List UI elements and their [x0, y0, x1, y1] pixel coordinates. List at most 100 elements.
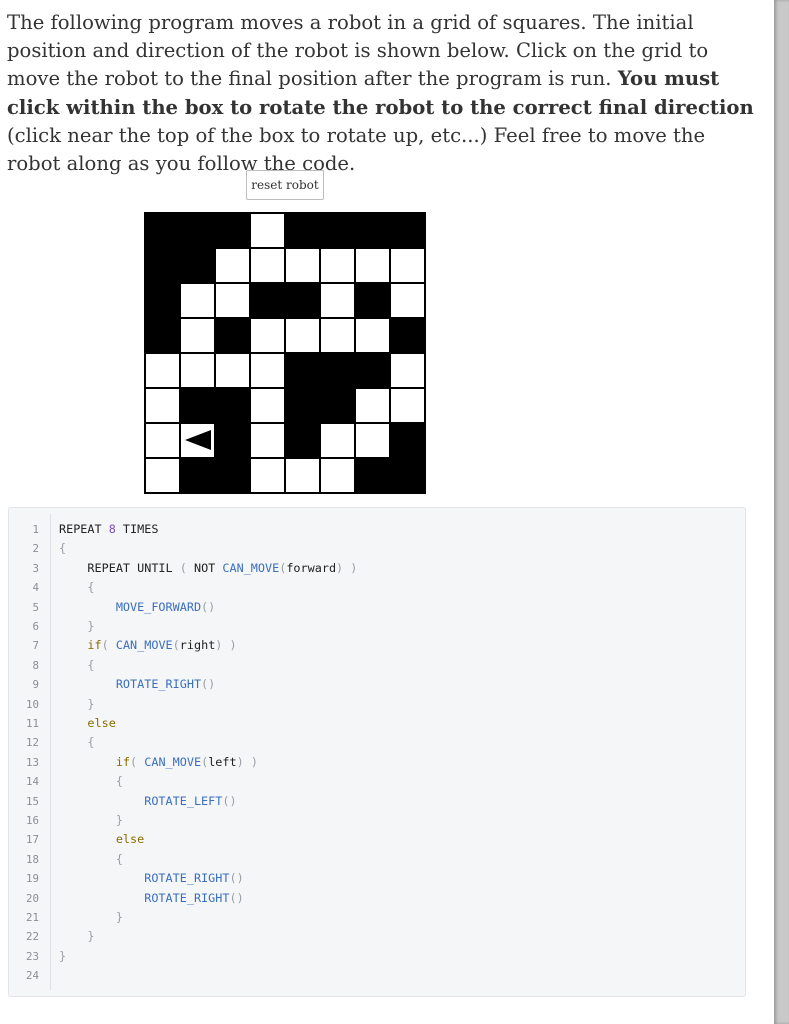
line-number: 4	[32, 581, 39, 595]
grid-cell[interactable]	[215, 388, 250, 423]
code-line: 6 }	[9, 617, 745, 636]
line-number: 6	[32, 620, 39, 633]
grid-cell[interactable]	[285, 423, 320, 458]
grid-cell[interactable]	[180, 353, 215, 388]
code-text: }	[59, 910, 123, 924]
grid-cell[interactable]	[250, 423, 285, 458]
grid-cell[interactable]	[250, 248, 285, 283]
grid-cell[interactable]	[355, 423, 390, 458]
grid-cell[interactable]	[250, 283, 285, 318]
grid-cell[interactable]	[180, 248, 215, 283]
grid-cell[interactable]	[285, 248, 320, 283]
grid-cell[interactable]	[145, 423, 180, 458]
grid-cell[interactable]	[320, 213, 355, 248]
grid-cell[interactable]	[390, 353, 425, 388]
instructions-bold: You must click within the box to rotate …	[7, 67, 754, 119]
grid-cell[interactable]	[215, 248, 250, 283]
code-text: {	[59, 580, 95, 595]
grid-cell[interactable]	[215, 318, 250, 353]
code-text: REPEAT 8 TIMES	[59, 522, 159, 536]
code-text: {	[59, 541, 67, 556]
grid-cell[interactable]	[250, 388, 285, 423]
line-number: 18	[25, 852, 39, 866]
grid-cell[interactable]	[145, 318, 180, 353]
grid-cell[interactable]	[145, 353, 180, 388]
code-line: 2{	[9, 539, 745, 558]
grid-cell[interactable]	[320, 353, 355, 388]
instructions-text: The following program moves a robot in a…	[7, 9, 759, 178]
grid-cell[interactable]	[355, 388, 390, 423]
grid-cell[interactable]	[355, 353, 390, 388]
code-line: 14 {	[9, 772, 745, 791]
grid-cell[interactable]	[285, 318, 320, 353]
code-text: ROTATE_RIGHT()	[59, 871, 244, 886]
grid-cell[interactable]	[320, 423, 355, 458]
grid-cell[interactable]	[285, 353, 320, 388]
grid-cell[interactable]	[355, 248, 390, 283]
code-text: ROTATE_RIGHT()	[59, 890, 244, 905]
grid-cell[interactable]	[390, 318, 425, 353]
grid-cell[interactable]	[355, 318, 390, 353]
grid-cell[interactable]	[320, 248, 355, 283]
grid-cell[interactable]	[215, 283, 250, 318]
grid-cell[interactable]	[180, 318, 215, 353]
robot-grid[interactable]	[144, 212, 426, 494]
grid-cell[interactable]	[320, 388, 355, 423]
line-number: 5	[32, 600, 39, 614]
grid-cell[interactable]	[145, 213, 180, 248]
line-number: 7	[32, 639, 39, 653]
grid-cell[interactable]	[180, 213, 215, 248]
robot-arrow-icon[interactable]	[185, 430, 211, 450]
code-line: 13 if( CAN_MOVE(left) )	[9, 753, 745, 772]
grid-cell[interactable]	[285, 213, 320, 248]
grid-cell[interactable]	[390, 458, 425, 493]
code-text: if( CAN_MOVE(right) )	[59, 638, 237, 653]
grid-cell[interactable]	[320, 458, 355, 493]
grid-cell[interactable]	[390, 248, 425, 283]
grid-cell[interactable]	[355, 283, 390, 318]
grid-cell[interactable]	[215, 423, 250, 458]
code-line: 19 ROTATE_RIGHT()	[9, 869, 745, 888]
grid-cell[interactable]	[285, 458, 320, 493]
grid-cell[interactable]	[390, 423, 425, 458]
grid-cell[interactable]	[180, 458, 215, 493]
instructions-part2: (click near the top of the box to rotate…	[7, 123, 706, 176]
code-text: REPEAT UNTIL ( NOT CAN_MOVE(forward) )	[59, 560, 358, 575]
line-number: 9	[32, 678, 39, 692]
grid-cell[interactable]	[285, 283, 320, 318]
grid-cell[interactable]	[250, 353, 285, 388]
grid-cell[interactable]	[250, 318, 285, 353]
grid-cell[interactable]	[145, 388, 180, 423]
grid-cell[interactable]	[215, 213, 250, 248]
grid-cell[interactable]	[145, 283, 180, 318]
grid-cell[interactable]	[390, 388, 425, 423]
code-line: 23}	[9, 947, 745, 966]
grid-cell[interactable]	[180, 283, 215, 318]
grid-cell[interactable]	[180, 388, 215, 423]
line-number: 24	[25, 969, 39, 983]
grid-cell[interactable]	[145, 248, 180, 283]
grid-cell[interactable]	[320, 318, 355, 353]
code-text: }	[59, 929, 95, 944]
grid-cell[interactable]	[390, 283, 425, 318]
grid-cell[interactable]	[355, 213, 390, 248]
code-line: 17 else	[9, 830, 745, 849]
grid-cell[interactable]	[250, 458, 285, 493]
grid-cell[interactable]	[320, 283, 355, 318]
grid-cell[interactable]	[215, 458, 250, 493]
grid-cell[interactable]	[390, 213, 425, 248]
instructions-part1: The following program moves a robot in a…	[7, 11, 709, 91]
grid-cell[interactable]	[285, 388, 320, 423]
line-number: 8	[32, 658, 39, 672]
code-line: 20 ROTATE_RIGHT()	[9, 889, 745, 908]
grid-cell[interactable]	[250, 213, 285, 248]
grid-cell[interactable]	[145, 458, 180, 493]
grid-cell[interactable]	[355, 458, 390, 493]
grid-cell[interactable]	[215, 353, 250, 388]
code-gutter-divider	[50, 514, 51, 990]
reset-robot-button[interactable]: reset robot	[246, 170, 324, 200]
code-text: else	[59, 716, 116, 730]
code-line: 4 {	[9, 578, 745, 597]
